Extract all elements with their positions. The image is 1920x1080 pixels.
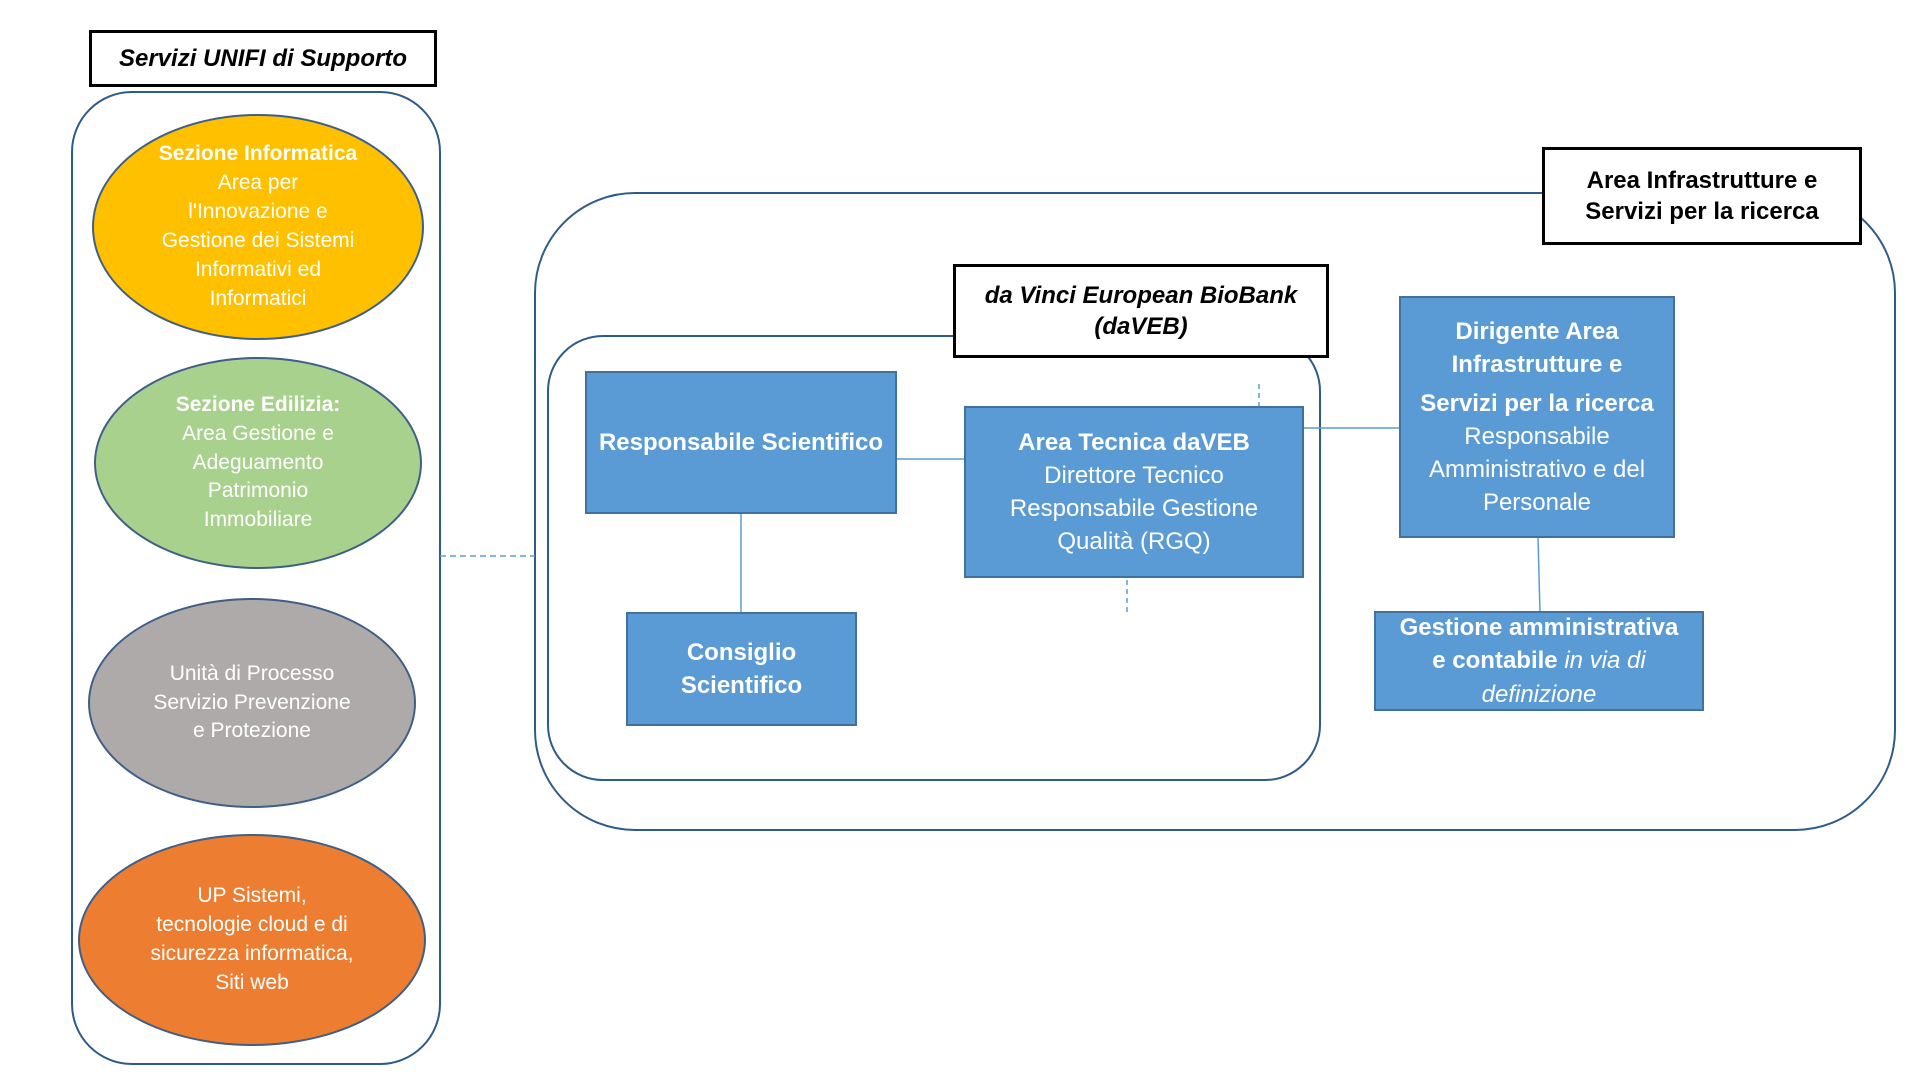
node-line: Personale	[1482, 489, 1592, 517]
node-italic-note: definizione	[1481, 680, 1597, 708]
support-unit-line: UP Sistemi,	[197, 884, 307, 908]
biobank-container	[547, 335, 1321, 781]
support-unit-line: Informativi ed	[194, 257, 322, 281]
node-title: Consiglio	[686, 638, 797, 666]
node-line: Responsabile Gestione	[1009, 495, 1259, 522]
support-unit-line: Patrimonio	[207, 479, 309, 503]
support-unit-line: e Protezione	[193, 719, 311, 743]
node-title: Scientifico	[680, 672, 803, 699]
support-unit-title: Sezione Edilizia:	[175, 392, 341, 416]
support-title-text: Servizi UNIFI di Supporto	[118, 44, 407, 72]
area-container	[534, 192, 1896, 831]
node-title-row: e contabile in via di	[1432, 644, 1645, 677]
support-unit-sistemi: UP Sistemi, tecnologie cloud e di sicure…	[78, 834, 426, 1046]
node-gestione-amministrativa: Gestione amministrativa e contabile in v…	[1374, 611, 1704, 711]
node-line: Amministrativo e del	[1428, 456, 1646, 484]
node-consiglio-scientifico: Consiglio Scientifico	[626, 612, 857, 726]
support-unit-line: Immobiliare	[203, 508, 313, 532]
support-unit-line: sicurezza informatica,	[150, 942, 354, 965]
node-line: Responsabile	[1464, 423, 1610, 450]
support-unit-line: Siti web	[215, 970, 289, 994]
support-title: Servizi UNIFI di Supporto	[89, 30, 437, 87]
support-unit-informatica: Sezione Informatica Area per l'Innovazio…	[92, 114, 424, 340]
node-title: Area Tecnica daVEB	[1018, 428, 1250, 456]
node-title: e contabile	[1432, 647, 1558, 675]
support-unit-line: Gestione dei Sistemi	[161, 229, 355, 252]
node-title: Infrastrutture e	[1451, 350, 1623, 378]
node-line: Qualità (RGQ)	[1057, 528, 1211, 556]
support-unit-edilizia: Sezione Edilizia: Area Gestione e Adegua…	[94, 357, 422, 569]
node-title: Servizi per la ricerca	[1420, 389, 1654, 417]
node-line: Direttore Tecnico	[1044, 461, 1224, 489]
node-title: Dirigente Area	[1455, 317, 1619, 345]
support-unit-prevenzione: Unità di Processo Servizio Prevenzione e…	[88, 598, 416, 808]
support-unit-line: l'Innovazione e	[188, 200, 328, 224]
support-unit-line: tecnologie cloud e di	[156, 913, 348, 937]
support-container	[71, 91, 441, 1065]
support-unit-line: Area Gestione e	[182, 421, 334, 445]
node-italic-note: in via di	[1564, 647, 1646, 675]
area-title-line: Area Infrastrutture e	[1586, 166, 1818, 194]
area-title-line: Servizi per la ricerca	[1585, 198, 1819, 225]
link-dirigente-gestione	[1537, 536, 1541, 613]
support-unit-line: Adeguamento	[192, 450, 324, 474]
node-title: Responsabile Scientifico	[598, 428, 884, 456]
area-title: Area Infrastrutture e Servizi per la ric…	[1542, 147, 1862, 245]
node-area-tecnica: Area Tecnica daVEB Direttore Tecnico Res…	[964, 406, 1304, 578]
support-unit-title: Sezione Informatica	[158, 142, 358, 166]
support-unit-line: Informatici	[209, 286, 307, 310]
node-responsabile-scientifico: Responsabile Scientifico	[585, 371, 897, 514]
support-unit-line: Servizio Prevenzione	[153, 690, 351, 714]
support-unit-line: Unità di Processo	[169, 661, 335, 685]
support-unit-line: Area per	[217, 171, 299, 195]
biobank-title-line: (daVEB)	[1094, 313, 1188, 340]
node-dirigente: Dirigente Area Infrastrutture e Servizi …	[1399, 296, 1675, 538]
biobank-title-line: da Vinci European BioBank	[984, 281, 1298, 309]
node-title: Gestione amministrativa	[1399, 614, 1679, 642]
biobank-title: da Vinci European BioBank (daVEB)	[953, 264, 1329, 358]
